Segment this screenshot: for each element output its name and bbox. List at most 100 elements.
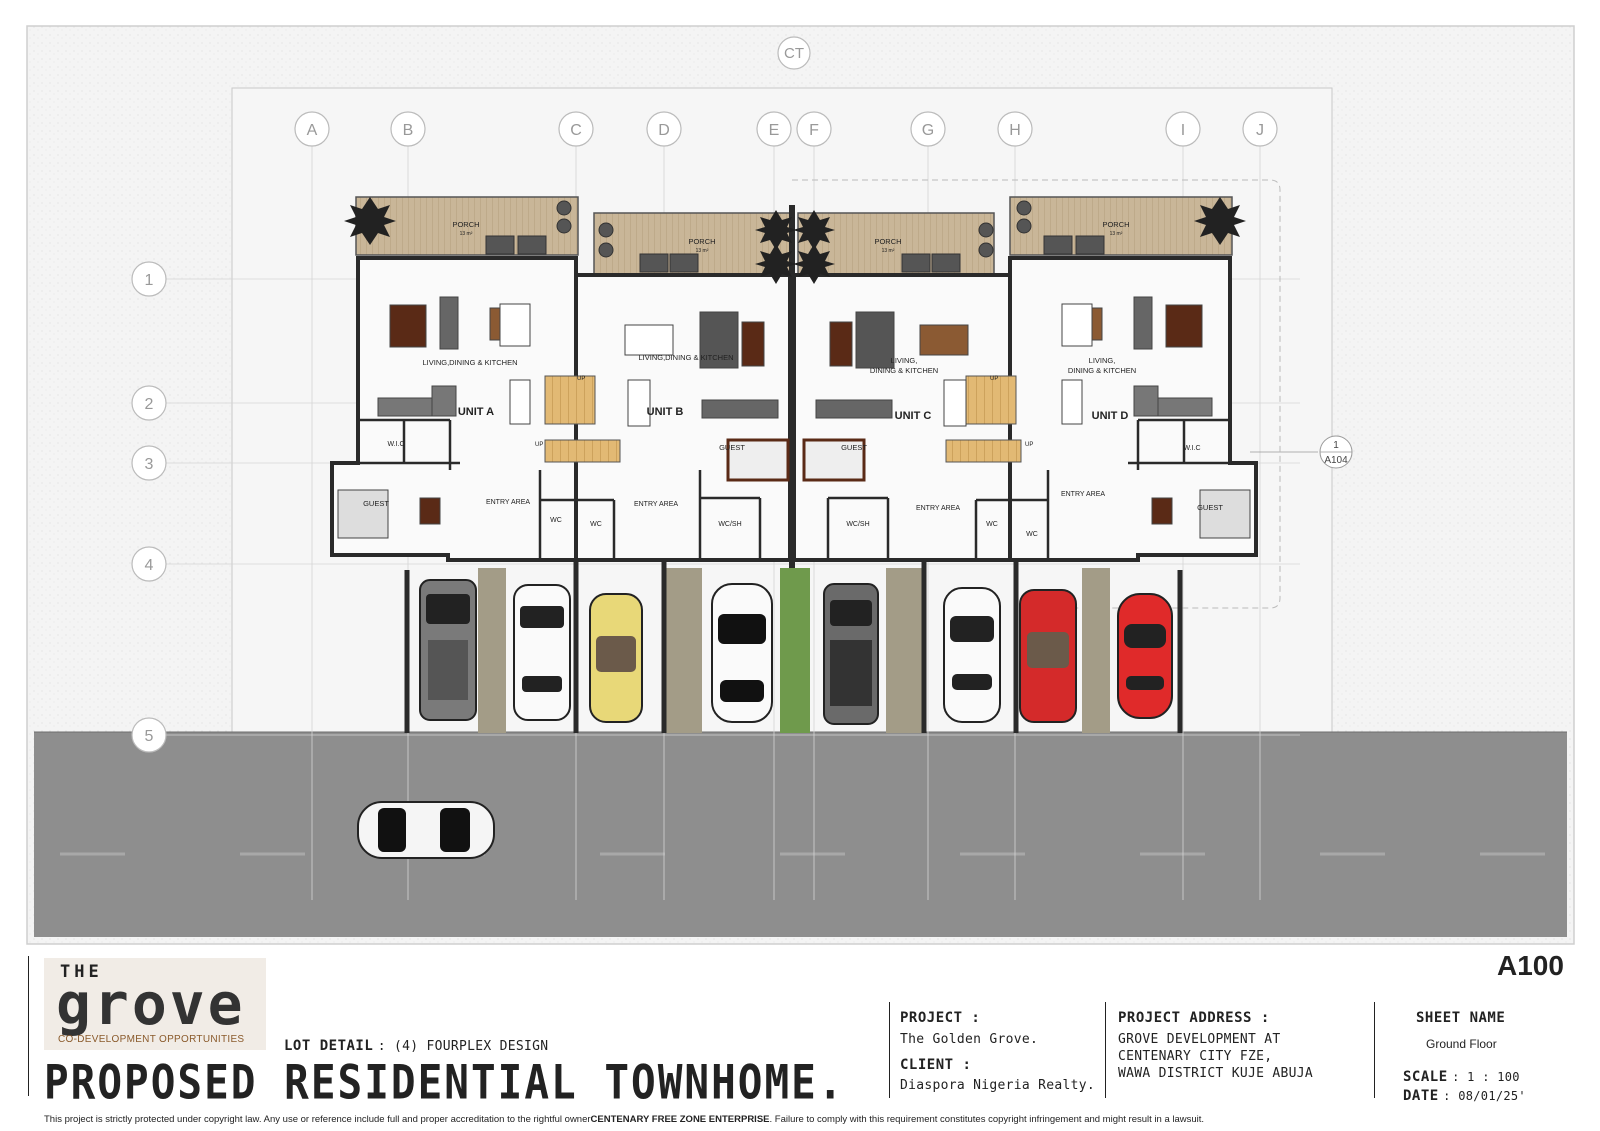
grid-row-label-1: 1 [145, 272, 154, 289]
porch-label-d: PORCH [1102, 220, 1129, 229]
grid-row-marker-4 [131, 546, 167, 582]
stair-c [965, 375, 1017, 425]
car-5 [823, 583, 879, 725]
svg-text:UP: UP [535, 442, 543, 448]
wc-label-b: WC [590, 521, 602, 528]
wc-label-d: WC [1026, 531, 1038, 538]
scale-label: SCALE [1403, 1069, 1448, 1085]
grid-row-marker-5 [131, 717, 167, 753]
grid-column-marker-e [756, 111, 792, 147]
grid-column-marker-j [1242, 111, 1278, 147]
tb-divider-3 [1374, 1002, 1375, 1098]
drawing-title: PROPOSED RESIDENTIAL TOWNHOME. [44, 1055, 845, 1111]
svg-text:13 m²: 13 m² [1110, 231, 1123, 237]
svg-text:UP: UP [990, 376, 998, 382]
logo-subtitle: CO-DEVELOPMENT OPPORTUNITIES [58, 1034, 245, 1045]
living-label-d2: DINING & KITCHEN [1068, 366, 1136, 375]
grid-row-label-5: 5 [145, 728, 154, 745]
svg-text:UP: UP [1025, 442, 1033, 448]
wic-label-a: W.I.C [387, 441, 404, 448]
grid-column-label-d: D [658, 122, 670, 139]
unit-d-label: UNIT D [1092, 410, 1129, 422]
car-7 [1019, 589, 1077, 723]
title-block-rule [28, 956, 29, 1096]
unit-b-label: UNIT B [647, 406, 684, 418]
section-marker-sheet: A104 [1324, 455, 1348, 466]
living-label-d1: LIVING, [1089, 356, 1116, 365]
stair-b [544, 439, 621, 463]
wcsh-label-b: WC/SH [718, 521, 741, 528]
tb-divider-2 [1105, 1002, 1106, 1098]
grid-row-label-4: 4 [145, 557, 154, 574]
driveway-dividers [404, 560, 1183, 733]
car-2 [513, 584, 571, 721]
sheet-name-value: Ground Floor [1426, 1037, 1497, 1051]
ct-marker [777, 36, 811, 70]
address-line-1: GROVE DEVELOPMENT AT [1118, 1032, 1281, 1047]
road-car [357, 801, 495, 859]
company-logo: THE grove CO-DEVELOPMENT OPPORTUNITIES [44, 958, 266, 1050]
furniture [337, 296, 1251, 539]
svg-text:13 m²: 13 m² [696, 248, 709, 254]
car-1 [419, 579, 477, 721]
client-value: Diaspora Nigeria Realty. [900, 1078, 1096, 1093]
guest-label-c: GUEST [841, 443, 867, 452]
car-6 [943, 587, 1001, 723]
living-label-c1: LIVING, [891, 356, 918, 365]
sheet-name-label: SHEET NAME [1416, 1010, 1506, 1026]
svg-text:UP: UP [577, 376, 585, 382]
grid-column-marker-a [294, 111, 330, 147]
client-label: CLIENT : [900, 1057, 972, 1073]
living-label-a: LIVING,DINING & KITCHEN [422, 358, 517, 367]
grid-row-marker-3 [131, 445, 167, 481]
guest-label-b: GUEST [719, 443, 745, 452]
entry-label-b: ENTRY AREA [634, 501, 678, 508]
entry-label-d: ENTRY AREA [1061, 491, 1105, 498]
grid-column-marker-g [910, 111, 946, 147]
grid-column-label-g: G [922, 122, 934, 139]
copyright-text: This project is strictly protected under… [44, 1114, 591, 1125]
logo-the: THE [60, 962, 103, 982]
wic-label-d: W.I.C [1183, 445, 1200, 452]
grid-column-marker-d [646, 111, 682, 147]
address-label: PROJECT ADDRESS : [1118, 1010, 1270, 1026]
entry-label-a: ENTRY AREA [486, 499, 530, 506]
parked-cars [419, 579, 1173, 725]
date-label: DATE [1403, 1088, 1439, 1104]
stair-a [544, 375, 596, 425]
sheet-number: A100 [1497, 950, 1564, 981]
svg-text:13 m²: 13 m² [882, 248, 895, 254]
porch-label-c: PORCH [874, 237, 901, 246]
grid-column-marker-i [1165, 111, 1201, 147]
car-4 [711, 583, 773, 723]
tb-divider-1 [889, 1002, 890, 1098]
grid-column-label-h: H [1009, 122, 1021, 139]
porch-label-a: PORCH [452, 220, 479, 229]
grid-column-marker-f [796, 111, 832, 147]
copyright-notice: This project is strictly protected under… [44, 1114, 1204, 1125]
grid-column-label-j: J [1256, 122, 1264, 139]
copyright-owner: CENTENARY FREE ZONE ENTERPRISE [590, 1114, 770, 1125]
grid-row-marker-1 [131, 261, 167, 297]
road [34, 732, 1567, 937]
stair-d [945, 439, 1022, 463]
living-label-b: LIVING,DINING & KITCHEN [638, 353, 733, 362]
grid-row-label-3: 3 [145, 456, 154, 473]
wc-label-a: WC [550, 517, 562, 524]
wcsh-label-c: WC/SH [846, 521, 869, 528]
guest-label-a: GUEST [363, 499, 389, 508]
boundary-dashed [792, 179, 1281, 609]
project-value: The Golden Grove. [900, 1032, 1039, 1047]
grid-column-label-f: F [809, 122, 819, 139]
car-3 [589, 593, 643, 723]
unit-a-label: UNIT A [458, 406, 494, 418]
grid-column-label-e: E [769, 122, 780, 139]
ct-marker-label: CT [784, 45, 804, 62]
section-marker-number: 1 [1333, 440, 1339, 451]
grid-column-label-i: I [1181, 122, 1185, 139]
address-line-3: WAWA DISTRICT KUJE ABUJA [1118, 1066, 1314, 1081]
plant-icons [344, 197, 1246, 284]
porch-label-b: PORCH [688, 237, 715, 246]
